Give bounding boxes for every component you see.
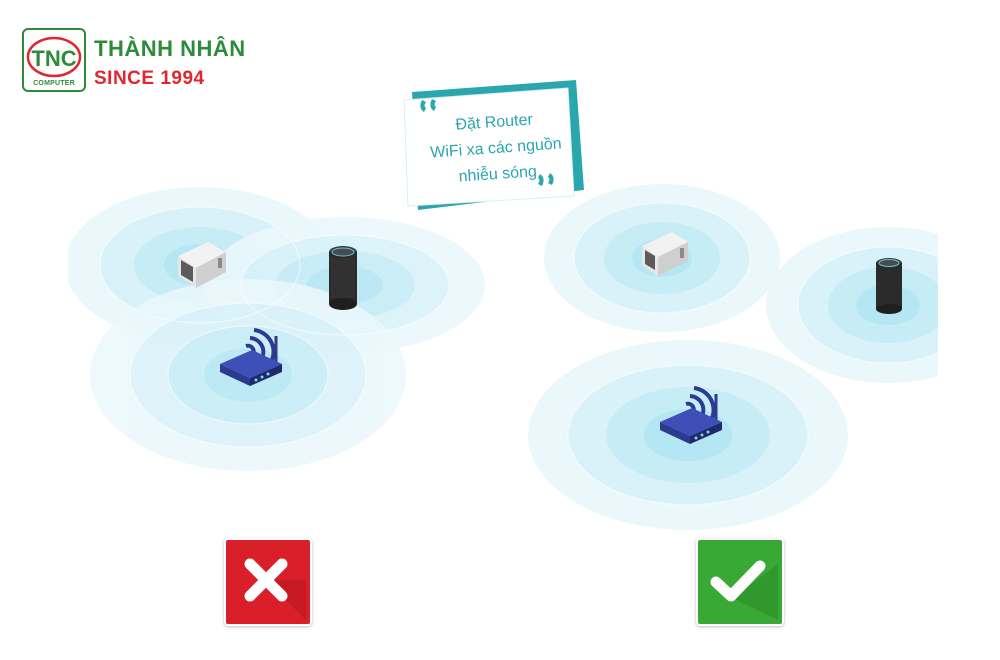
check-icon [710,560,778,620]
close-quote-icon [538,173,554,186]
logo-badge: TNC COMPUTER [22,28,86,92]
tip-text: Đặt Router WiFi xa các nguồn nhiễu sóng [413,105,578,194]
smart-speaker-icon [329,246,357,310]
brand-name: THÀNH NHÂN [94,36,246,61]
bad-placement-scene [68,187,485,471]
microwave-icon [642,232,688,276]
wrong-placement-badge [224,538,312,626]
logo-emblem-icon: TNC [26,36,82,78]
cross-icon [244,558,306,620]
open-quote-icon [420,99,436,112]
good-placement-scene [528,184,938,530]
brand-logo: TNC COMPUTER THÀNH NHÂN SINCE 1994 [22,28,272,96]
smart-speaker-icon [876,258,902,314]
logo-badge-subtext: COMPUTER [33,80,75,87]
tip-bubble: Đặt Router WiFi xa các nguồn nhiễu sóng [398,78,588,213]
microwave-icon [178,242,226,288]
brand-since: SINCE 1994 [94,68,205,89]
wifi-router-icon [220,328,282,386]
right-placement-badge [696,538,784,626]
logo-badge-text: TNC [31,46,76,71]
wifi-router-icon [660,386,722,444]
